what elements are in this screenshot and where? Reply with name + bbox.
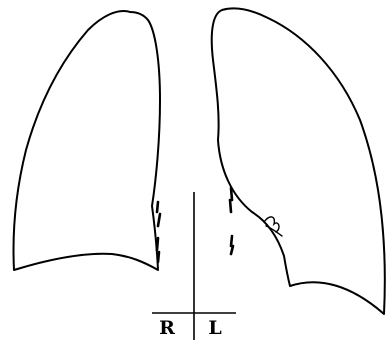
right-lung-outline bbox=[14, 11, 161, 270]
left-hilar-mark-upper bbox=[230, 188, 232, 212]
left-side-label: L bbox=[208, 317, 221, 339]
right-side-label: R bbox=[159, 317, 175, 339]
right-hilar-mark-upper bbox=[157, 202, 160, 226]
right-hilar-mark-lower bbox=[157, 238, 159, 262]
left-lung-outline bbox=[212, 8, 385, 314]
left-hilar-mark-lower bbox=[231, 236, 233, 254]
